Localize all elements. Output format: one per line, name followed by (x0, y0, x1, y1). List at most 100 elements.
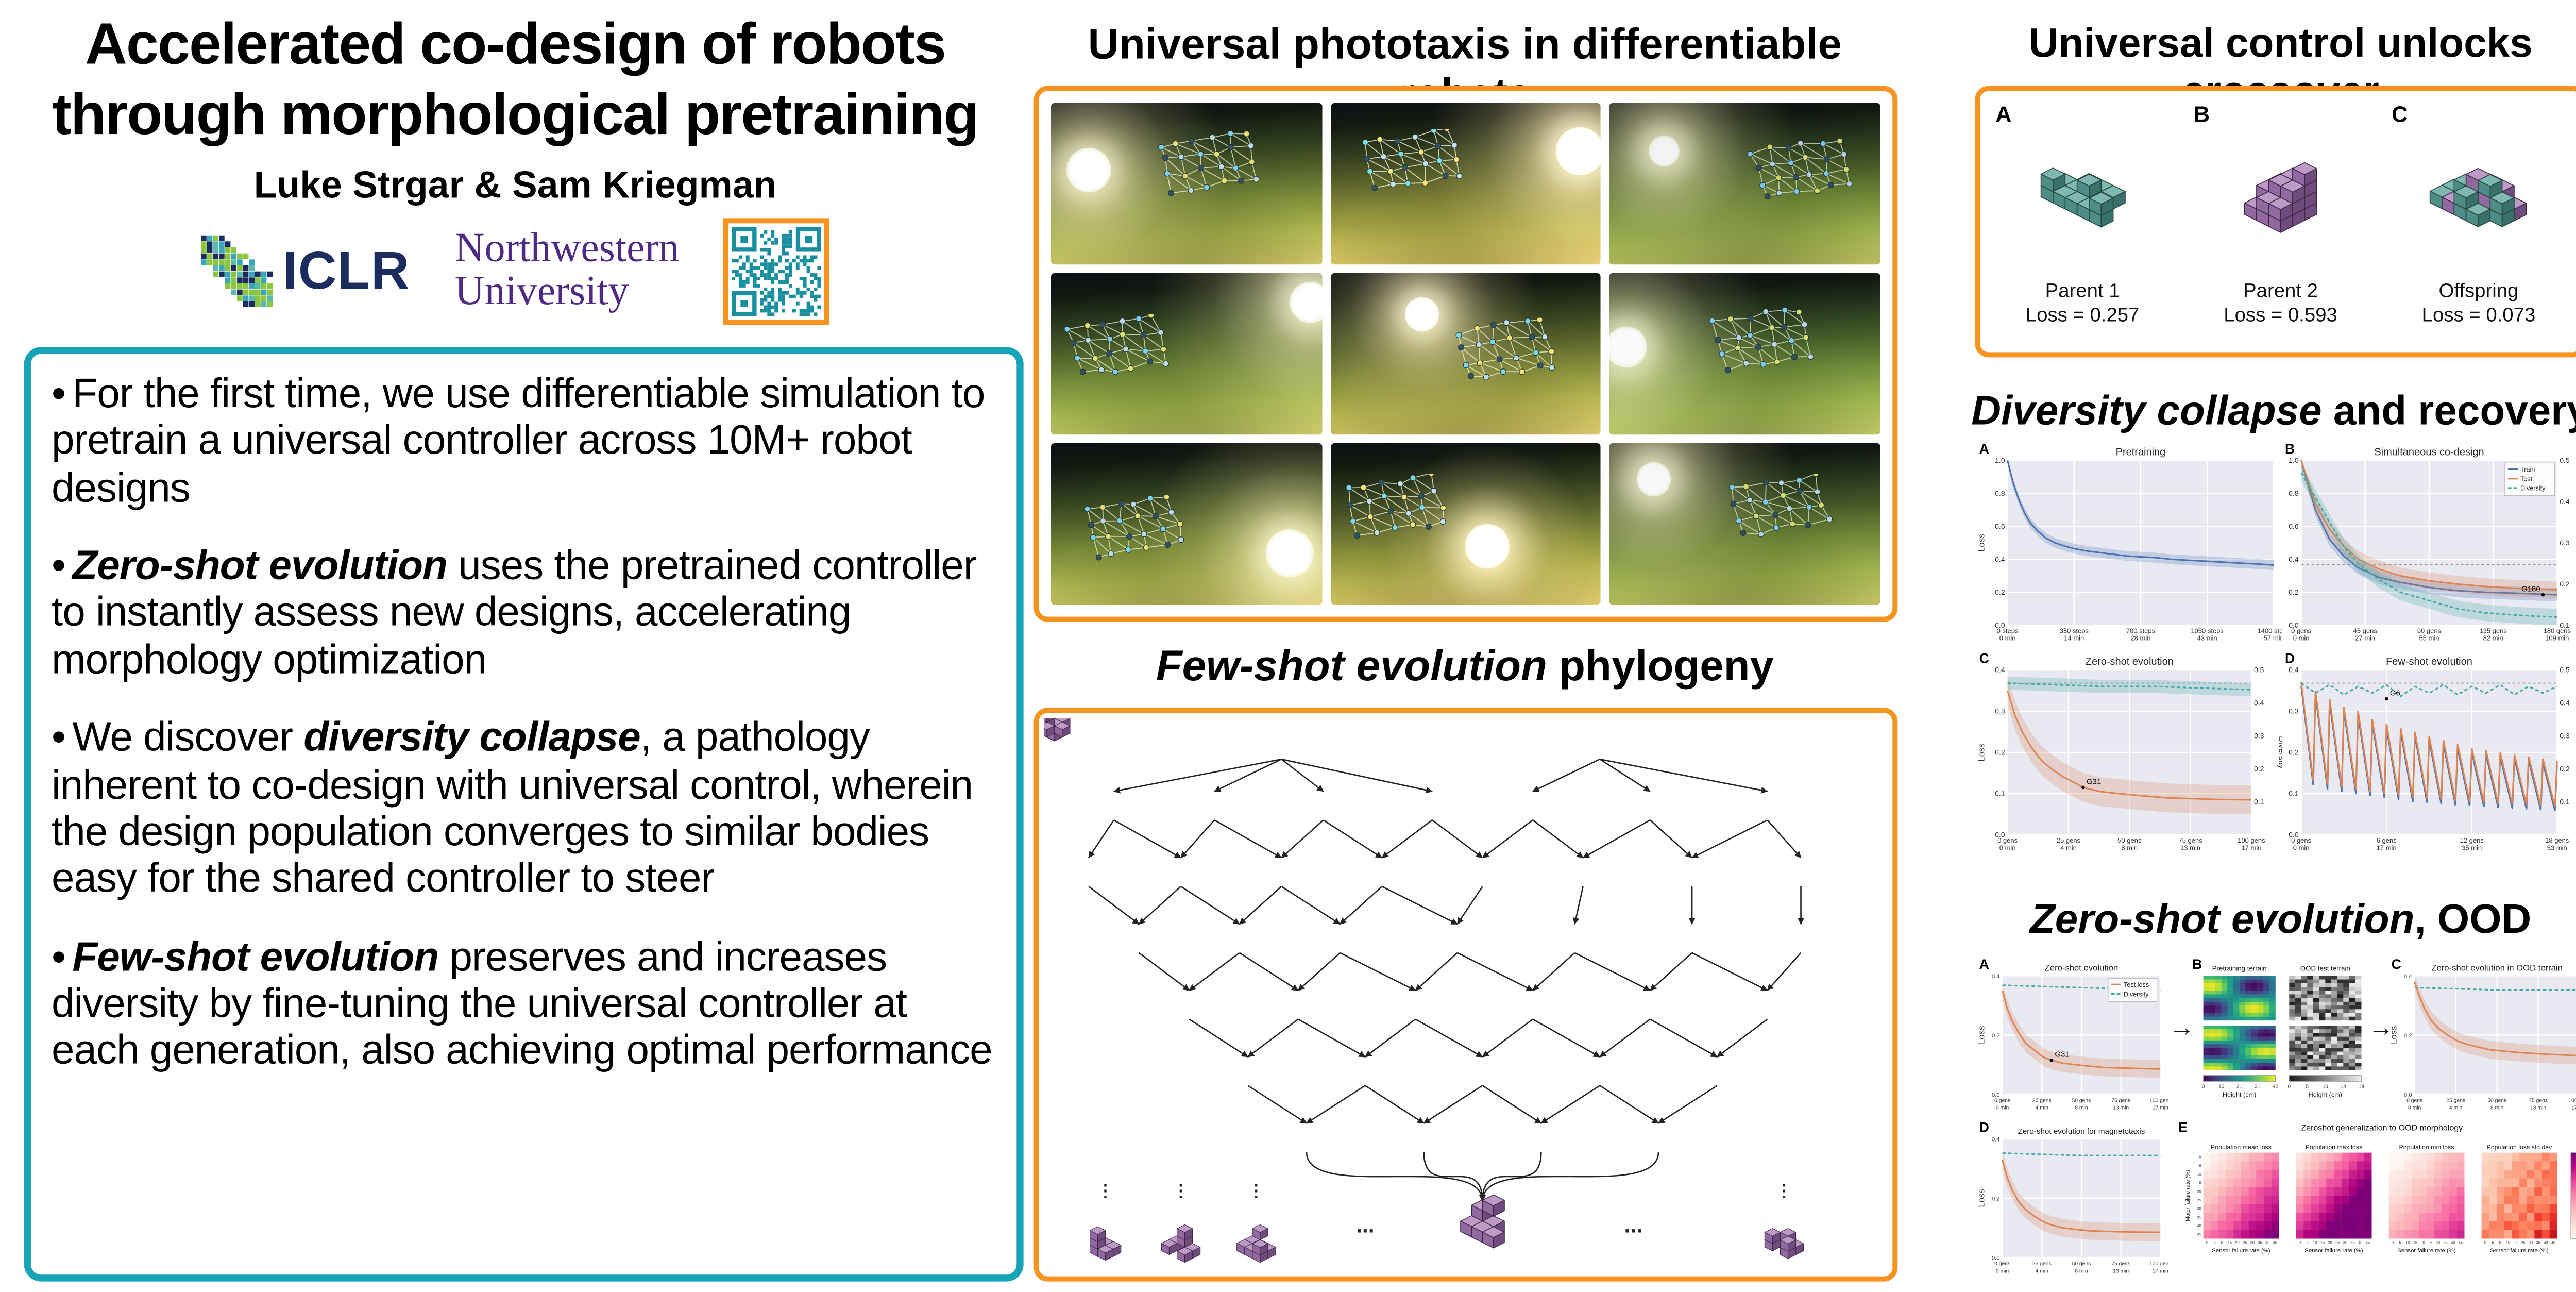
svg-text:75 gens: 75 gens (2179, 836, 2203, 844)
light-sphere (1609, 327, 1647, 368)
bullet-3-text-a: We discover (72, 715, 303, 761)
svg-text:100 gens: 100 gens (2238, 836, 2265, 844)
svg-text:25: 25 (2428, 1240, 2432, 1245)
svg-text:0: 0 (2202, 1084, 2205, 1090)
svg-text:12 gens: 12 gens (2460, 836, 2484, 844)
phototaxis-scene (1330, 103, 1601, 264)
svg-text:0.3: 0.3 (2560, 539, 2570, 547)
svg-text:⋮: ⋮ (1248, 1181, 1265, 1200)
svg-text:17 min: 17 min (2153, 1105, 2168, 1111)
robot-mesh (1721, 475, 1834, 553)
phylogeny-title: Few-shot evolution phylogeny (1030, 643, 1900, 693)
svg-text:0.5: 0.5 (2254, 666, 2264, 674)
svg-text:G31: G31 (2087, 777, 2101, 786)
svg-text:0.4: 0.4 (2560, 497, 2570, 506)
svg-text:Zero-shot evolution: Zero-shot evolution (2045, 963, 2119, 972)
light-sphere (1405, 298, 1439, 332)
svg-text:15: 15 (2413, 1240, 2417, 1245)
light-sphere (1290, 281, 1321, 323)
svg-text:⋮: ⋮ (1097, 1181, 1114, 1200)
svg-text:30: 30 (2250, 1240, 2255, 1245)
svg-text:45: 45 (2366, 1240, 2370, 1245)
svg-text:0.1: 0.1 (2560, 798, 2570, 806)
bullet-marker: • (52, 371, 65, 417)
svg-text:Sensor failure rate (%): Sensor failure rate (%) (2490, 1248, 2549, 1254)
northwestern-line1: Northwestern (455, 228, 679, 271)
svg-text:55 min: 55 min (2419, 634, 2439, 642)
svg-text:20: 20 (2514, 1240, 2518, 1245)
svg-text:180 gens: 180 gens (2544, 627, 2571, 634)
svg-text:0 gens: 0 gens (1994, 1098, 2010, 1103)
svg-text:17 min: 17 min (2153, 1268, 2168, 1274)
svg-text:53 min: 53 min (2547, 844, 2567, 851)
robot-mesh (1076, 494, 1189, 573)
svg-text:1.0: 1.0 (2289, 456, 2299, 464)
phototaxis-figure (1034, 86, 1898, 622)
svg-text:A: A (1979, 957, 1989, 972)
svg-text:50 gens: 50 gens (2072, 1261, 2091, 1267)
svg-text:14 min: 14 min (2064, 634, 2084, 642)
svg-text:14: 14 (2341, 1084, 2347, 1090)
svg-text:17 min: 17 min (2571, 1105, 2576, 1111)
svg-text:75 gens: 75 gens (2111, 1261, 2130, 1267)
svg-text:13 min: 13 min (2113, 1268, 2129, 1274)
poster-title-line2: through morphological pretraining (0, 80, 1030, 150)
svg-text:8 min: 8 min (2490, 1105, 2504, 1111)
svg-text:0.2: 0.2 (1995, 748, 2005, 757)
svg-text:A: A (1979, 441, 1989, 457)
svg-text:Diversity: Diversity (2277, 736, 2282, 769)
svg-text:25: 25 (2197, 1198, 2201, 1202)
svg-text:109 min: 109 min (2545, 634, 2569, 642)
robot-mesh (1151, 131, 1265, 210)
robot-mesh (1742, 138, 1856, 216)
svg-text:31: 31 (2255, 1084, 2261, 1090)
svg-text:30: 30 (2436, 1240, 2440, 1245)
svg-text:Loss: Loss (1977, 1189, 1987, 1207)
svg-text:Population mean loss: Population mean loss (2211, 1144, 2272, 1151)
qr-code-icon (733, 227, 822, 316)
svg-text:17 min: 17 min (2241, 844, 2261, 851)
svg-text:10: 10 (2313, 1240, 2317, 1245)
svg-text:0: 0 (2288, 1084, 2291, 1090)
svg-text:18 gens: 18 gens (2545, 836, 2569, 844)
svg-text:57 min: 57 min (2264, 634, 2282, 642)
svg-text:Few-shot evolution: Few-shot evolution (2386, 656, 2472, 667)
svg-text:17 min: 17 min (2377, 844, 2397, 851)
svg-text:75 gens: 75 gens (2529, 1098, 2548, 1103)
svg-text:27 min: 27 min (2355, 634, 2375, 642)
svg-text:⋮: ⋮ (1173, 1181, 1190, 1200)
svg-text:0.2: 0.2 (2560, 765, 2570, 773)
svg-text:20: 20 (2235, 1240, 2240, 1245)
svg-text:0 gens: 0 gens (2291, 836, 2311, 844)
svg-text:Sensor failure rate (%): Sensor failure rate (%) (2397, 1248, 2456, 1254)
svg-text:42: 42 (2273, 1084, 2279, 1090)
northwestern-line2: University (455, 272, 679, 314)
svg-text:50 gens: 50 gens (2487, 1098, 2506, 1103)
svg-text:0: 0 (2199, 1155, 2201, 1160)
svg-text:15: 15 (2228, 1240, 2232, 1245)
svg-text:0 gens: 0 gens (2291, 627, 2311, 634)
svg-text:0.2: 0.2 (2560, 580, 2570, 588)
svg-text:135 gens: 135 gens (2479, 627, 2507, 634)
light-sphere (1465, 524, 1510, 569)
svg-text:0.4: 0.4 (1995, 666, 2005, 674)
svg-text:0.2: 0.2 (1995, 588, 2005, 596)
qr-code (724, 218, 831, 325)
iclr-wordmark: ICLR (282, 241, 410, 303)
svg-text:0.1: 0.1 (2289, 790, 2299, 798)
svg-text:0: 0 (2299, 1240, 2301, 1245)
robot-mesh (1059, 314, 1173, 393)
phylogeny-title-rest: phylogeny (1547, 643, 1774, 691)
light-sphere (1066, 148, 1111, 193)
svg-text:4 min: 4 min (2060, 844, 2077, 851)
svg-text:0.4: 0.4 (1995, 555, 2005, 563)
svg-text:5: 5 (2199, 1163, 2201, 1168)
